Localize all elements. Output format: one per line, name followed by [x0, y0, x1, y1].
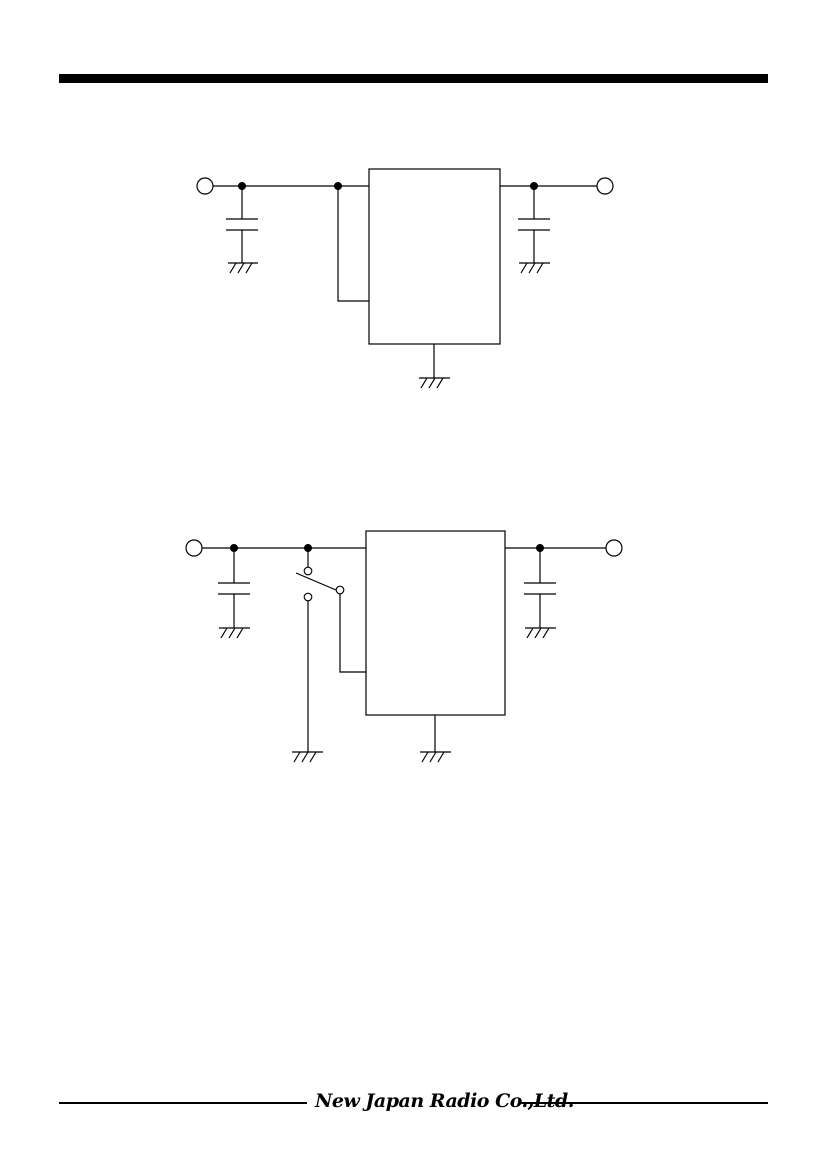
output-terminal-1 — [596, 177, 614, 195]
company-logo-text: New Japan Radio Co.,Ltd. — [315, 1090, 574, 1112]
output-capacitor-1 — [518, 186, 550, 263]
control-switch — [295, 548, 366, 752]
header-rule — [59, 74, 768, 83]
ground-symbol — [525, 627, 556, 639]
ground-symbol — [419, 377, 450, 389]
input-capacitor-1 — [226, 186, 258, 263]
output-capacitor-2 — [524, 548, 556, 628]
footer-rule-left — [59, 1102, 307, 1104]
ground-symbol — [228, 262, 258, 274]
ground-symbol — [219, 627, 250, 639]
output-terminal-2 — [605, 539, 623, 557]
footer: New Japan Radio Co.,Ltd. — [59, 1088, 768, 1118]
regulator-ic-2 — [365, 530, 506, 716]
footer-rule-right — [521, 1102, 768, 1104]
input-terminal-2 — [185, 539, 203, 557]
control-wire-1 — [337, 186, 369, 302]
ground-symbol — [420, 751, 451, 763]
input-capacitor-2 — [218, 548, 250, 628]
ground-symbol — [292, 751, 323, 763]
ground-symbol — [519, 262, 550, 274]
